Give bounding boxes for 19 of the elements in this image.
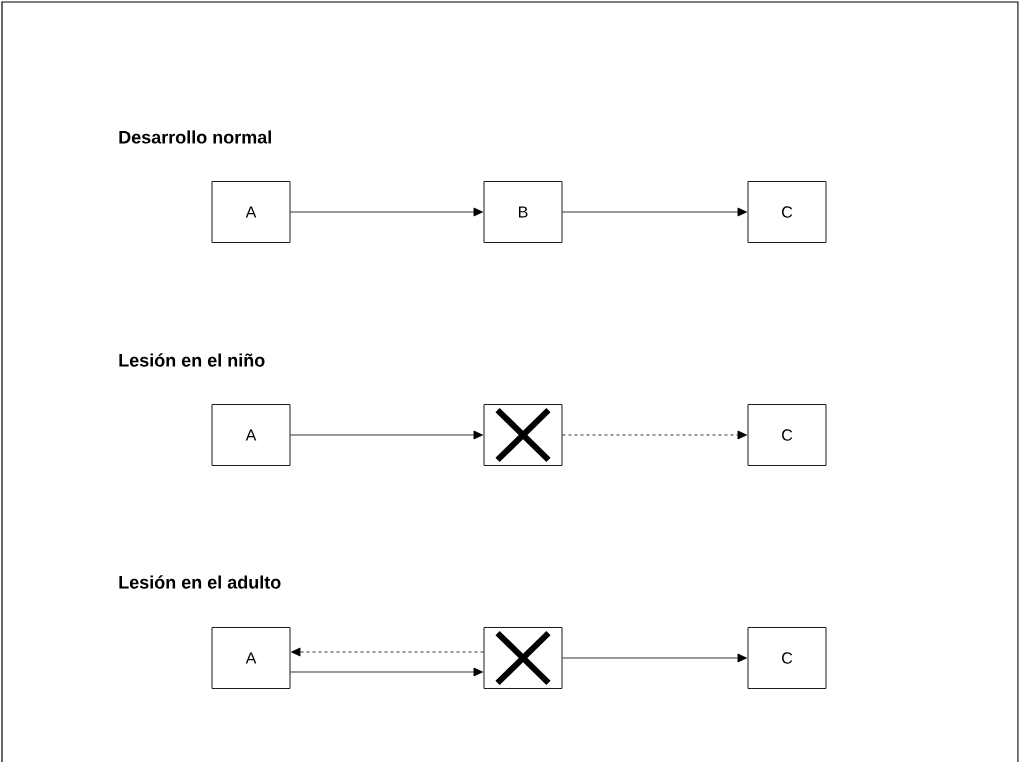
arrow xyxy=(291,647,484,657)
arrow xyxy=(562,653,747,663)
arrow xyxy=(290,430,483,440)
crossed-box xyxy=(483,627,563,689)
section-heading: Desarrollo normal xyxy=(119,130,271,144)
letter-box: C xyxy=(747,404,827,466)
section-heading: Lesión en el adulto xyxy=(119,575,281,589)
arrow xyxy=(290,667,483,677)
arrow xyxy=(562,430,747,440)
arrow xyxy=(562,207,747,217)
letter-box: A xyxy=(211,627,291,689)
crossed-box xyxy=(483,404,563,466)
letter-box: A xyxy=(211,181,291,243)
section-heading: Lesión en el niño xyxy=(119,353,265,367)
letter-box: C xyxy=(747,627,827,689)
letter-box: C xyxy=(747,181,827,243)
letter-box: B xyxy=(483,181,563,243)
letter-box: A xyxy=(211,404,291,466)
arrow xyxy=(290,207,483,217)
